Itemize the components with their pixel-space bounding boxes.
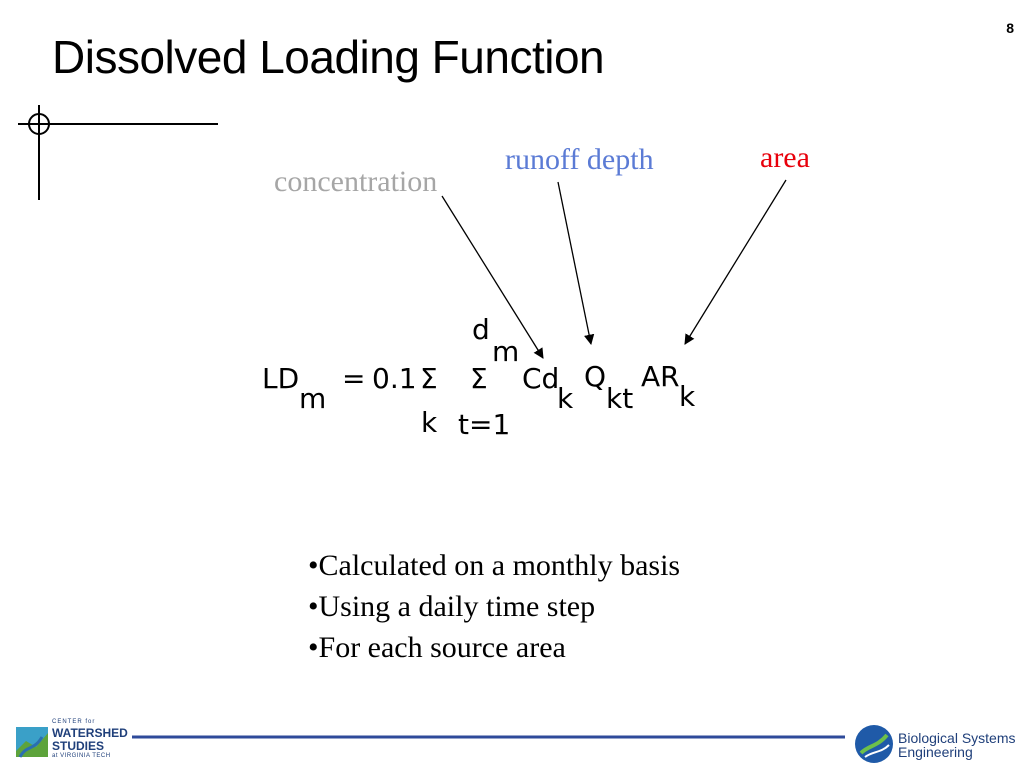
bullet-item: •For each source area bbox=[308, 631, 566, 664]
eq-lhs: LD bbox=[262, 362, 300, 395]
eq-inner-sum: Σ bbox=[470, 362, 488, 395]
logo-line-vt: at VIRGINIA TECH bbox=[52, 753, 111, 759]
area-label: area bbox=[760, 141, 810, 174]
bse-logo-line1: Biological Systems bbox=[898, 730, 1016, 746]
runoff-depth-label: runoff depth bbox=[505, 143, 654, 176]
eq-outer-sum: Σ bbox=[420, 362, 438, 395]
eq-inner-sum-sub: t=1 bbox=[458, 408, 511, 441]
eq-term-q-sub: kt bbox=[606, 382, 634, 415]
bse-logo-line2: Engineering bbox=[898, 744, 973, 760]
area-arrow bbox=[684, 179, 787, 345]
eq-term-cd-sub: k bbox=[557, 382, 574, 415]
concentration-arrow bbox=[441, 195, 544, 359]
eq-lhs-sub: m bbox=[299, 382, 327, 415]
watershed-logo-text: CENTER for WATERSHED STUDIES at VIRGINIA… bbox=[52, 719, 128, 759]
runoff-depth-arrow bbox=[557, 181, 595, 346]
bse-logo-text: Biological Systems Engineering bbox=[898, 731, 1016, 759]
logo-line-studies: STUDIES bbox=[52, 739, 105, 753]
eq-term-ar-sub: k bbox=[679, 380, 696, 413]
eq-term-cd: Cd bbox=[522, 362, 560, 395]
bullet-item: •Calculated on a monthly basis bbox=[308, 549, 681, 582]
slide-title: Dissolved Loading Function bbox=[52, 31, 605, 83]
eq-coefficient: 0.1 bbox=[372, 362, 417, 395]
eq-term-q: Q bbox=[584, 360, 607, 393]
watershed-logo-icon bbox=[16, 727, 48, 758]
page-number: 8 bbox=[1006, 20, 1014, 36]
concentration-label: concentration bbox=[274, 165, 438, 198]
eq-outer-sum-sub: k bbox=[421, 406, 438, 439]
bse-logo-icon bbox=[855, 725, 893, 763]
eq-inner-sum-sup-sub: m bbox=[492, 335, 520, 368]
bullet-item: •Using a daily time step bbox=[308, 590, 596, 623]
eq-equals: = bbox=[342, 362, 366, 395]
logo-line-watershed: WATERSHED bbox=[52, 726, 128, 740]
corner-crosshair-icon bbox=[18, 105, 218, 200]
logo-line-center: CENTER for bbox=[52, 719, 96, 725]
eq-term-ar: AR bbox=[641, 360, 680, 393]
bullet-list: •Calculated on a monthly basis •Using a … bbox=[308, 545, 680, 668]
eq-inner-sum-sup: d bbox=[472, 313, 490, 346]
